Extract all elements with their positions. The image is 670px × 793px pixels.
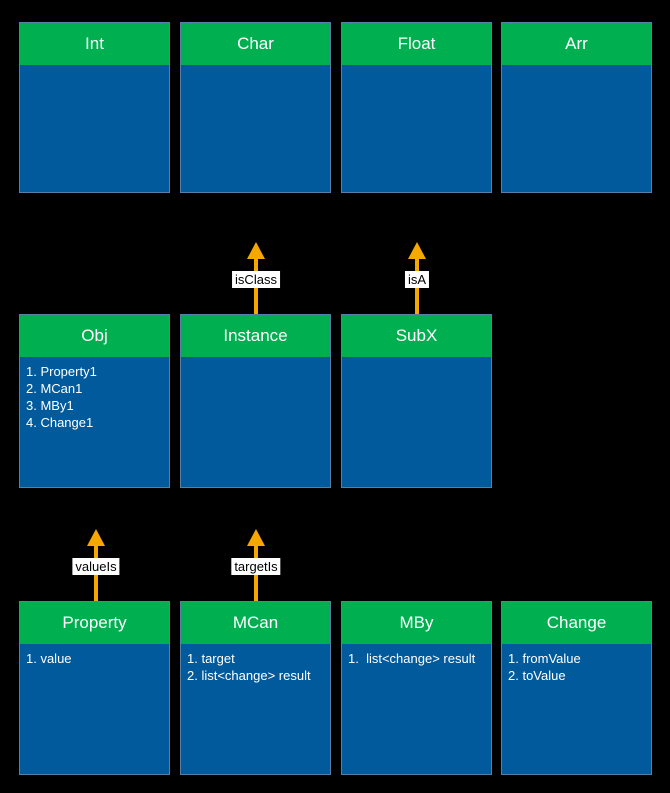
mby-class-title: MBy (342, 602, 491, 644)
arr-class-title: Arr (502, 23, 651, 65)
mcan-field: 2. list<change> result (187, 668, 311, 683)
change-class-title: Change (502, 602, 651, 644)
mcan-class-box: MCan 1. target 2. list<change> result (180, 601, 331, 775)
property-class-fields: 1. value (20, 644, 169, 673)
mby-class-fields: 1. list<change> result (342, 644, 491, 673)
subx-class-box: SubX (341, 314, 492, 488)
property-class-title: Property (20, 602, 169, 644)
char-class-title: Char (181, 23, 330, 65)
obj-class-title: Obj (20, 315, 169, 357)
arr-class-box: Arr (501, 22, 652, 193)
mcan-class-title: MCan (181, 602, 330, 644)
obj-field: 4. Change1 (26, 415, 94, 430)
change-field: 1. fromValue (508, 651, 581, 666)
isclass-label: isClass (232, 271, 280, 288)
instance-class-box: Instance (180, 314, 331, 488)
char-class-box: Char (180, 22, 331, 193)
mcan-class-fields: 1. target 2. list<change> result (181, 644, 330, 690)
float-class-box: Float (341, 22, 492, 193)
targetis-label: targetIs (231, 558, 281, 575)
property-field: 1. value (26, 651, 72, 666)
int-class-title: Int (20, 23, 169, 65)
mby-class-box: MBy 1. list<change> result (341, 601, 492, 775)
valueis-label: valueIs (72, 558, 120, 575)
obj-class-box: Obj 1. Property1 2. MCan1 3. MBy1 4. Cha… (19, 314, 170, 488)
obj-field: 2. MCan1 (26, 381, 83, 396)
change-class-fields: 1. fromValue 2. toValue (502, 644, 651, 690)
int-class-box: Int (19, 22, 170, 193)
float-class-title: Float (342, 23, 491, 65)
instance-class-title: Instance (181, 315, 330, 357)
change-class-box: Change 1. fromValue 2. toValue (501, 601, 652, 775)
isa-label: isA (404, 271, 430, 288)
mby-field: 1. list<change> result (348, 651, 476, 666)
mcan-field: 1. target (187, 651, 235, 666)
change-field: 2. toValue (508, 668, 566, 683)
obj-class-fields: 1. Property1 2. MCan1 3. MBy1 4. Change1 (20, 357, 169, 437)
obj-field: 1. Property1 (26, 364, 97, 379)
obj-field: 3. MBy1 (26, 398, 74, 413)
subx-class-title: SubX (342, 315, 491, 357)
property-class-box: Property 1. value (19, 601, 170, 775)
